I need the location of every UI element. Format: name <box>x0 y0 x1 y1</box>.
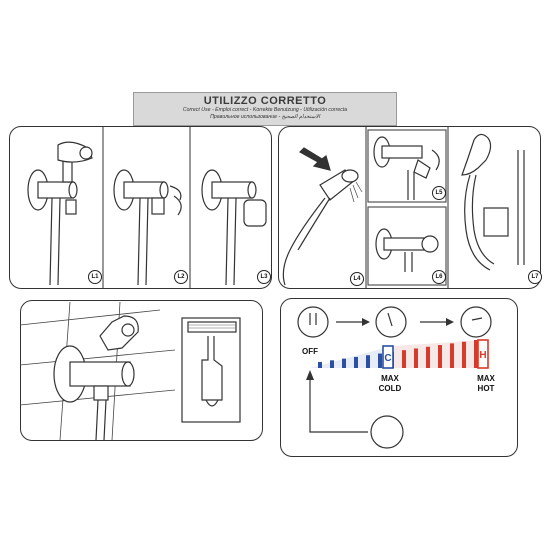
return-arrow <box>309 376 368 433</box>
step-label-l1: L1 <box>88 270 102 284</box>
step-label-l6: L6 <box>432 270 446 284</box>
step-label-l2: L2 <box>174 270 188 284</box>
knob-hot-marker <box>471 317 483 321</box>
step-label-l4: L4 <box>350 272 364 286</box>
arrow-head-2 <box>446 318 454 326</box>
wedge-stripe <box>354 356 358 368</box>
label-off: OFF <box>302 347 318 356</box>
push-arrow-icon <box>299 147 331 171</box>
wedge-stripe <box>330 360 334 368</box>
wedge-stripe <box>474 340 478 368</box>
step-label-l5: L5 <box>432 186 446 200</box>
knob-off-marker <box>309 313 317 325</box>
cold-symbol: C <box>384 353 391 364</box>
arrow-head-3 <box>306 370 314 380</box>
label-max-cold: MAX COLD <box>378 374 402 393</box>
languages-line-1: Correct Use - Emploi correct - Korrekte … <box>182 107 348 113</box>
wedge-stripe <box>366 355 370 368</box>
title-banner: UTILIZZO CORRETTO Correct Use - Emploi c… <box>133 92 397 126</box>
languages-line-2: Правильное использование - الاستخدام الص… <box>210 114 320 120</box>
wedge-stripe <box>318 362 322 368</box>
wedge-stripe <box>438 345 442 368</box>
panel-temperature-control <box>280 298 518 457</box>
wedge-stripe <box>426 346 430 368</box>
wedge-stripe <box>402 350 406 368</box>
label-max-hot: MAX HOT <box>477 374 495 393</box>
wedge-stripe <box>462 341 466 368</box>
step-label-l3: L3 <box>257 270 271 284</box>
panel-installation-detail <box>20 300 263 441</box>
cold-symbol-box <box>382 345 394 369</box>
page-title: UTILIZZO CORRETTO <box>203 95 327 107</box>
panel-steps-4-7 <box>278 126 541 289</box>
arrow-head-1 <box>362 318 370 326</box>
step-label-l7: L7 <box>528 270 542 284</box>
wedge-stripe <box>342 358 346 368</box>
hot-symbol: H <box>479 350 486 361</box>
hot-symbol-box <box>477 339 489 369</box>
wedge-stripe <box>378 353 382 368</box>
wedge-stripe <box>450 343 454 368</box>
temperature-wedge <box>310 340 486 368</box>
panel-steps-1-3 <box>9 126 272 289</box>
wedge-stripe <box>414 348 418 368</box>
knob-cold-marker <box>387 312 393 327</box>
